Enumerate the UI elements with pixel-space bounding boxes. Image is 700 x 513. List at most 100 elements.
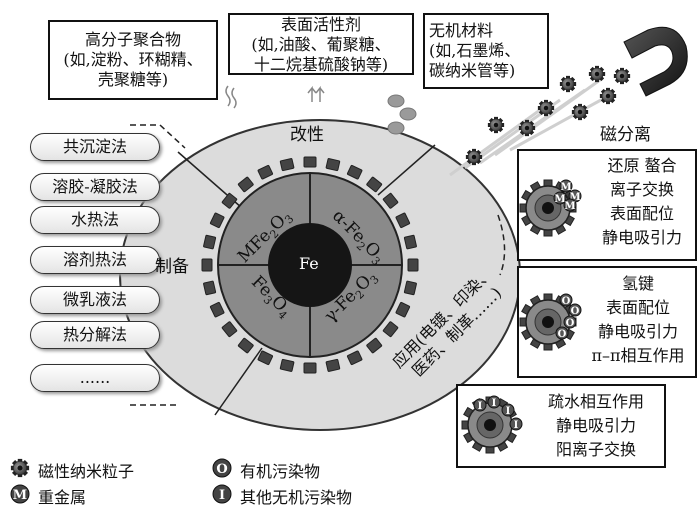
flying-nanoparticle — [599, 87, 617, 105]
metal-mech-2: 离子交换 — [609, 180, 674, 199]
surface-tooth — [325, 358, 341, 372]
dashed-connector — [159, 124, 186, 149]
legend-inorganic-pollutant: 其他无机污染物 — [240, 488, 353, 507]
method-hydrothermal: 水热法 — [30, 206, 160, 234]
flying-nanoparticle — [613, 67, 631, 85]
method-microemulsion: 微乳液法 — [30, 286, 160, 314]
surface-tooth — [366, 337, 383, 354]
surface-tooth — [257, 164, 274, 180]
application-bracket — [497, 214, 506, 276]
svg-text:M: M — [564, 201, 575, 212]
inorganic-mech-3: 阳离子交换 — [555, 440, 636, 459]
legend-inorganic-icon: I — [212, 484, 232, 504]
organic-mech-1: 氢键 — [621, 274, 654, 293]
inorganic-line-1: 无机材料 — [429, 21, 494, 40]
svg-text:O: O — [216, 462, 227, 477]
svg-text:I: I — [514, 420, 519, 431]
mechanism-organic-text: 氢键 表面配位 静电吸引力 π–π相互作用 — [582, 272, 694, 368]
surface-tooth — [221, 192, 238, 209]
surface-tooth — [407, 258, 419, 272]
divider-line — [177, 151, 251, 216]
organic-mech-4: π–π相互作用 — [591, 346, 685, 365]
legend-heavy-metal: 重金属 — [38, 488, 87, 507]
magnet-icon — [623, 26, 688, 97]
polymer-box: 高分子聚合物 (如,淀粉、环糊精、 壳聚糖等) — [48, 20, 218, 100]
flying-nanoparticle — [588, 65, 606, 83]
surface-tooth — [203, 234, 217, 250]
surface-tooth — [279, 358, 295, 372]
divider-line — [377, 144, 436, 196]
surfactant-line-3: 十二烷基硫酸钠等) — [253, 55, 389, 74]
svg-text:M: M — [554, 194, 565, 205]
method-sol-gel: 溶胶-凝胶法 — [30, 173, 160, 201]
arrow-up-icon — [315, 85, 325, 102]
surface-tooth — [221, 321, 238, 338]
surface-tooth — [403, 234, 417, 250]
legend-organic-pollutant: 有机污染物 — [240, 462, 321, 481]
mechanism-metal-text: 还原 螯合 离子交换 表面配位 静电吸引力 — [590, 154, 694, 250]
surface-tooth — [209, 301, 225, 318]
inorganic-mech-2: 静电吸引力 — [555, 416, 636, 435]
legend-metal-icon: M — [10, 484, 30, 504]
svg-text:O: O — [571, 306, 580, 317]
polymer-line-2: (如,淀粉、环糊精、 — [63, 50, 203, 69]
material-blob — [399, 107, 417, 121]
legend-organic-icon: O — [212, 458, 232, 478]
metal-mech-4: 静电吸引力 — [601, 228, 682, 247]
polymer-line-1: 高分子聚合物 — [84, 30, 181, 49]
mechanism-inorganic-text: 疏水相互作用 静电吸引力 阳离子交换 — [530, 390, 662, 462]
inorganic-line-3: 碳纳米管等) — [429, 61, 516, 80]
flying-nanoparticle — [571, 103, 589, 121]
svg-text:I: I — [219, 488, 225, 503]
flying-nanoparticle — [537, 99, 555, 117]
surface-tooth — [346, 350, 363, 366]
svg-text:O: O — [562, 296, 571, 307]
surface-tooth — [237, 337, 254, 354]
surfactant-box: 表面活性剂 (如,油酸、葡聚糖、 十二烷基硫酸钠等) — [228, 13, 414, 75]
steam-icon — [225, 85, 231, 107]
surfactant-line-1: 表面活性剂 — [280, 15, 361, 34]
magnetic-separation-label: 磁分离 — [600, 125, 651, 145]
svg-text:O: O — [566, 318, 575, 329]
surface-tooth — [279, 158, 295, 172]
surface-tooth — [303, 156, 317, 168]
fe-label: Fe — [299, 254, 319, 273]
method-more: ...... — [30, 364, 160, 392]
surface-tooth — [257, 350, 274, 366]
steam-icon — [231, 87, 237, 109]
divider-line — [214, 347, 263, 416]
modification-label: 改性 — [290, 125, 324, 145]
polymer-line-3: 壳聚糖等) — [97, 70, 169, 89]
method-coprecipitation: 共沉淀法 — [30, 133, 160, 161]
surface-tooth — [203, 280, 217, 296]
surface-tooth — [237, 176, 254, 193]
surface-tooth — [395, 301, 411, 318]
surface-tooth — [201, 258, 213, 272]
svg-text:M: M — [569, 192, 580, 203]
svg-text:I: I — [492, 398, 497, 409]
arrow-up-icon — [307, 85, 317, 102]
legend-icons: M OI — [10, 458, 232, 504]
metal-mech-1: 还原 螯合 — [607, 156, 677, 175]
method-thermal-decomposition: 热分解法 — [30, 321, 160, 349]
method-solvothermal: 溶剂热法 — [30, 246, 160, 274]
organic-mech-2: 表面配位 — [605, 298, 670, 317]
preparation-label: 制备 — [155, 257, 189, 277]
surface-tooth — [346, 164, 363, 180]
inorganic-line-2: (如,石墨烯、 — [429, 41, 521, 60]
surfactant-line-2: (如,油酸、葡聚糖、 — [251, 35, 391, 54]
svg-text:M: M — [560, 182, 571, 193]
legend-nanoparticle-icon — [10, 458, 30, 478]
inorganic-mech-1: 疏水相互作用 — [547, 392, 644, 411]
surface-tooth — [325, 158, 341, 172]
surface-teeth — [201, 156, 419, 374]
material-blob — [387, 94, 405, 108]
svg-text:M: M — [13, 488, 27, 503]
svg-text:I: I — [506, 406, 511, 417]
flying-nanoparticle — [559, 75, 577, 93]
material-blob — [387, 121, 405, 135]
